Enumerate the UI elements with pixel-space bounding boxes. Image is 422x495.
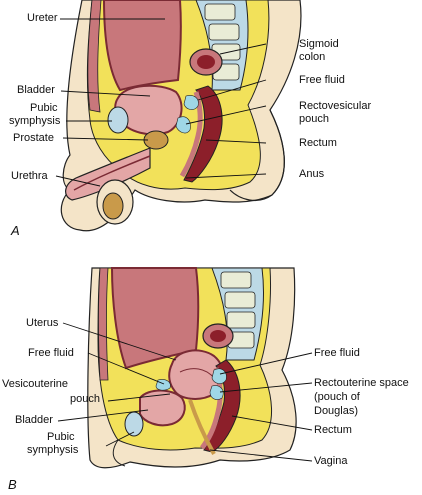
label-rectouterine-line3: Douglas) [314, 405, 359, 417]
label-bladder-b: Bladder [15, 414, 53, 426]
label-uterus: Uterus [26, 317, 59, 329]
label-free-fluid-b-left: Free fluid [28, 347, 74, 359]
label-rectouterine-line2: (pouch of [314, 391, 360, 403]
panel-a-leader-lines [55, 18, 267, 187]
label-free-fluid-b-right: Free fluid [314, 347, 360, 359]
label-pubic-symphysis-b-line2: symphysis [27, 444, 79, 456]
label-rectouterine-line1: Rectouterine space [314, 377, 409, 389]
label-sigmoid-colon-line1: Sigmoid [299, 38, 339, 50]
label-sigmoid-colon-line2: colon [299, 51, 326, 63]
label-ureter: Ureter [27, 12, 58, 24]
panel-a-testis [102, 192, 124, 220]
label-vesicouterine-line2: pouch [70, 393, 100, 405]
label-anus: Anus [299, 168, 325, 180]
label-bladder-a: Bladder [17, 84, 55, 96]
panel-b-free-fluid-anterior [155, 379, 171, 391]
panel-a-bowel [102, 0, 182, 92]
label-pubic-symphysis-b-line1: Pubic [47, 431, 75, 443]
panel-a-free-fluid [183, 95, 199, 110]
label-pubic-symphysis-a-line1: Pubic [30, 102, 58, 114]
panel-b-bladder [139, 389, 186, 427]
panel-b-illustration [87, 267, 297, 469]
panel-b-rectouterine-fluid [209, 385, 224, 400]
panel-a-rectum [183, 85, 223, 183]
panel-a-rectovesicular-fluid [175, 116, 191, 134]
panel-letter-b: B [8, 477, 17, 492]
label-free-fluid-a: Free fluid [299, 74, 345, 86]
panel-letter-a: A [11, 223, 20, 238]
panel-b-bowel [110, 267, 200, 370]
label-vagina: Vagina [314, 455, 348, 467]
panel-b-leader-lines [57, 322, 313, 462]
label-prostate: Prostate [13, 132, 54, 144]
panel-a-abdominal-wall [87, 0, 102, 113]
panel-a-illustration [60, 0, 302, 232]
panel-b-free-fluid-posterior [211, 368, 227, 384]
panel-b-vagina [188, 399, 216, 455]
label-vesicouterine-line1: Vesicouterine [2, 378, 69, 390]
label-rectovesicular-line2: pouch [299, 113, 329, 125]
label-rectovesicular-line1: Rectovesicular [299, 100, 372, 112]
panel-a-urethra [73, 155, 151, 191]
panel-b-rectum [203, 359, 241, 453]
panel-b-spine [211, 267, 265, 361]
label-pubic-symphysis-a-line2: symphysis [9, 115, 61, 127]
panel-a-pubic-symphysis [107, 106, 129, 134]
label-rectum-a: Rectum [299, 137, 337, 149]
label-urethra: Urethra [11, 170, 48, 182]
panel-b-abdominal-wall [98, 267, 109, 381]
label-rectum-b: Rectum [314, 424, 352, 436]
